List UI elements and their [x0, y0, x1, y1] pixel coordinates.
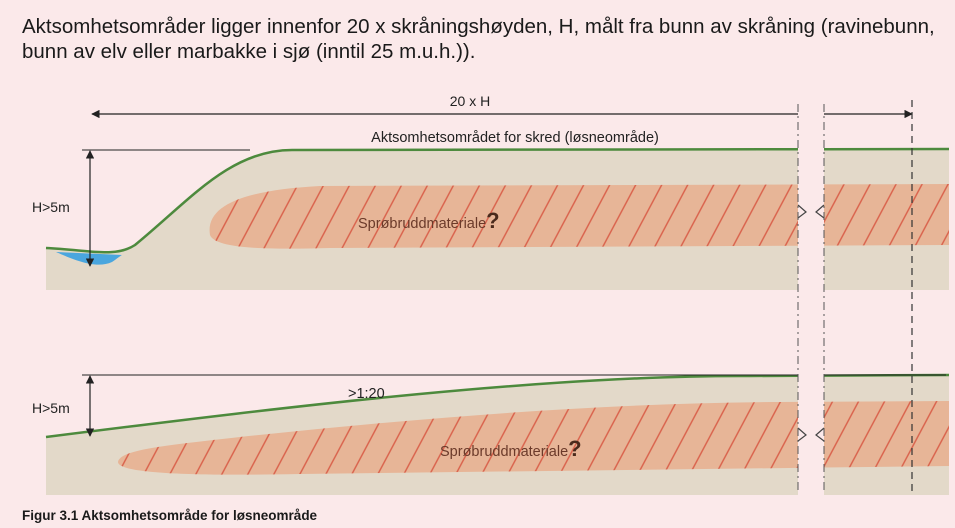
height-label: H>5m: [32, 400, 70, 416]
height-label: H>5m: [32, 199, 70, 215]
bottom-ground-left: [46, 375, 950, 495]
figure-caption: Figur 3.1 Aktsomhetsområde for løsneområ…: [22, 508, 317, 523]
bottom-panel: H>5m >1:20 Sprøbruddmateriale?: [32, 375, 950, 495]
heading-text: Aktsomhetsområder ligger innenfor 20 x s…: [22, 14, 947, 64]
distance-dimension: 20 x H: [92, 93, 912, 114]
top-panel: 20 x H H>5m Aktsomhetsområdet for skred …: [32, 93, 950, 290]
aktsomhet-diagram: 20 x H H>5m Aktsomhetsområdet for skred …: [0, 80, 955, 500]
break-zigzag: [798, 428, 824, 441]
zone-label: Aktsomhetsområdet for skred (løsneområde…: [371, 130, 659, 146]
distance-label: 20 x H: [450, 93, 490, 109]
break-zigzag: [798, 205, 824, 218]
slope-label: >1:20: [348, 386, 385, 402]
